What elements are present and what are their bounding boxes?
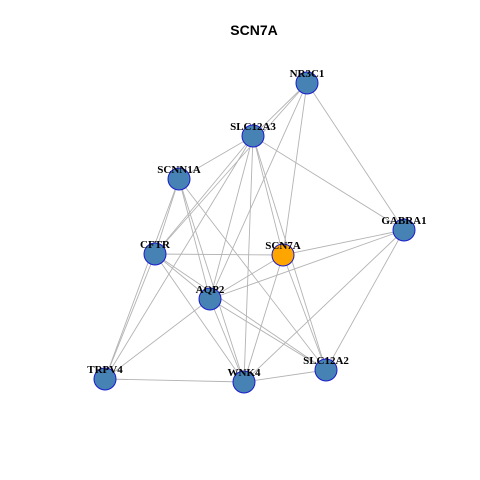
edge-aqp2-wnk4 [209, 298, 245, 383]
node-scnn1a[interactable] [167, 167, 191, 191]
edge-scnn1a-trpv4 [104, 178, 180, 380]
node-aqp2[interactable] [198, 287, 222, 311]
edge-gabra1-aqp2 [209, 229, 405, 300]
edge-slc12a3-trpv4 [104, 135, 254, 380]
edge-scn7a-wnk4 [243, 254, 284, 383]
node-layer [93, 71, 416, 394]
edge-scnn1a-cftr [154, 178, 180, 255]
edge-nr3c1-cftr [154, 82, 308, 255]
edge-scn7a-aqp2 [209, 254, 284, 300]
edge-cftr-wnk4 [154, 253, 245, 383]
node-trpv4[interactable] [93, 367, 117, 391]
node-cftr[interactable] [143, 242, 167, 266]
node-label-cftr: CFTR [140, 239, 171, 251]
edge-gabra1-wnk4 [243, 229, 405, 383]
edge-nr3c1-scn7a [282, 82, 308, 256]
node-scn7a[interactable] [271, 243, 295, 267]
node-slc12a2[interactable] [314, 358, 338, 382]
edge-aqp2-trpv4 [104, 298, 211, 380]
edge-scn7a-gabra1 [282, 229, 405, 256]
edge-slc12a3-scnn1a [178, 135, 254, 180]
edge-scnn1a-aqp2 [178, 178, 211, 300]
edge-cftr-aqp2 [154, 253, 211, 300]
node-label-scn7a: SCN7A [265, 240, 301, 252]
edge-slc12a3-cftr [154, 135, 254, 255]
node-label-nr3c1: NR3C1 [290, 68, 325, 80]
node-label-aqp2: AQP2 [196, 284, 225, 296]
node-label-scnn1a: SCNN1A [157, 164, 200, 176]
edge-scnn1a-slc12a2 [178, 178, 327, 371]
node-label-trpv4: TRPV4 [87, 364, 123, 376]
edge-aqp2-slc12a2 [209, 298, 327, 371]
edge-gabra1-slc12a2 [325, 229, 405, 371]
node-nr3c1[interactable] [295, 71, 319, 95]
edge-scn7a-slc12a2 [282, 254, 327, 371]
edge-trpv4-wnk4 [104, 378, 245, 383]
node-label-wnk4: WNK4 [228, 367, 262, 379]
edge-cftr-slc12a2 [154, 253, 327, 371]
edge-nr3c1-slc12a3 [252, 82, 308, 137]
node-wnk4[interactable] [232, 370, 256, 394]
edge-nr3c1-aqp2 [209, 82, 308, 300]
edge-slc12a3-scn7a [252, 135, 284, 256]
node-label-gabra1: GABRA1 [381, 215, 426, 227]
edge-wnk4-slc12a2 [243, 369, 327, 383]
edge-nr3c1-gabra1 [306, 82, 405, 231]
node-gabra1[interactable] [392, 218, 416, 242]
node-label-slc12a2: SLC12A2 [303, 355, 349, 367]
edge-scnn1a-wnk4 [178, 178, 245, 383]
edge-slc12a3-wnk4 [243, 135, 254, 383]
edge-cftr-scn7a [154, 253, 284, 256]
edge-slc12a3-aqp2 [209, 135, 254, 300]
node-slc12a3[interactable] [241, 124, 265, 148]
graph-title: SCN7A [230, 22, 277, 38]
node-label-slc12a3: SLC12A3 [230, 121, 276, 133]
edge-slc12a3-gabra1 [252, 135, 405, 231]
edge-cftr-trpv4 [104, 253, 156, 380]
